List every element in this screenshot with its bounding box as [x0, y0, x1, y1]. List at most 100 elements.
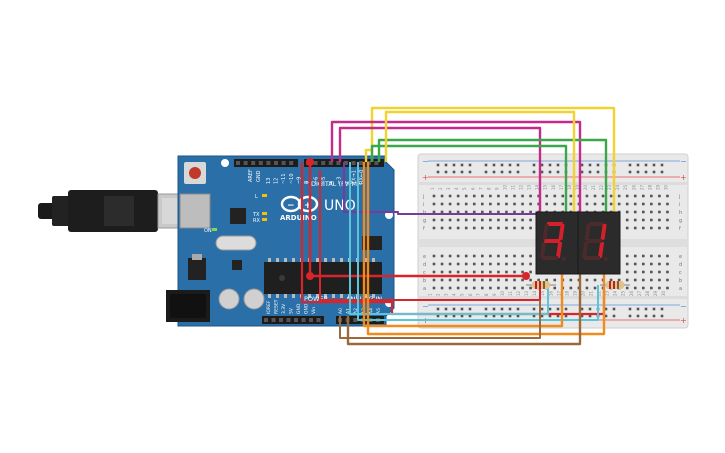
breadboard-hole[interactable] — [585, 202, 589, 206]
breadboard-hole[interactable] — [658, 226, 661, 230]
breadboard-hole[interactable] — [553, 278, 557, 282]
breadboard-hole[interactable] — [625, 210, 629, 214]
breadboard-hole[interactable] — [464, 226, 468, 230]
breadboard-hole[interactable] — [633, 194, 637, 198]
breadboard-hole[interactable] — [588, 163, 592, 167]
breadboard-hole[interactable] — [432, 262, 436, 266]
breadboard-hole[interactable] — [489, 202, 492, 206]
breadboard-hole[interactable] — [464, 270, 468, 274]
wire-yellow-2[interactable] — [364, 148, 372, 162]
breadboard-hole[interactable] — [468, 170, 472, 174]
breadboard-hole[interactable] — [650, 194, 653, 198]
breadboard-hole[interactable] — [642, 202, 645, 206]
breadboard-hole[interactable] — [660, 170, 664, 174]
breadboard-hole[interactable] — [625, 202, 629, 206]
breadboard-hole[interactable] — [609, 202, 613, 206]
breadboard-hole[interactable] — [456, 254, 460, 258]
breadboard-hole[interactable] — [508, 307, 512, 311]
breadboard-hole[interactable] — [456, 262, 460, 266]
wire-yellow-3[interactable] — [384, 110, 576, 215]
breadboard-hole[interactable] — [513, 254, 516, 258]
breadboard-hole[interactable] — [456, 270, 460, 274]
breadboard-hole[interactable] — [628, 314, 632, 318]
breadboard-hole[interactable] — [569, 278, 573, 282]
breadboard-hole[interactable] — [601, 202, 605, 206]
breadboard-hole[interactable] — [472, 278, 476, 282]
breadboard-hole[interactable] — [625, 226, 629, 230]
breadboard-hole[interactable] — [468, 163, 472, 167]
breadboard-hole[interactable] — [481, 210, 484, 214]
breadboard-hole[interactable] — [612, 307, 616, 311]
breadboard-hole[interactable] — [492, 307, 496, 311]
breadboard-hole[interactable] — [644, 163, 648, 167]
breadboard-hole[interactable] — [481, 262, 484, 266]
breadboard-hole[interactable] — [492, 314, 496, 318]
wire-brown[interactable] — [346, 268, 582, 346]
breadboard-hole[interactable] — [636, 314, 640, 318]
breadboard-hole[interactable] — [513, 270, 516, 274]
breadboard-hole[interactable] — [472, 262, 476, 266]
breadboard-hole[interactable] — [593, 286, 597, 290]
breadboard-hole[interactable] — [644, 307, 648, 311]
breadboard-hole[interactable] — [448, 210, 452, 214]
breadboard-hole[interactable] — [642, 254, 645, 258]
breadboard-hole[interactable] — [585, 286, 589, 290]
breadboard-hole[interactable] — [513, 210, 516, 214]
breadboard-hole[interactable] — [440, 226, 444, 230]
breadboard-hole[interactable] — [569, 202, 573, 206]
breadboard-hole[interactable] — [666, 262, 669, 266]
breadboard-hole[interactable] — [468, 314, 472, 318]
breadboard-hole[interactable] — [500, 170, 504, 174]
breadboard-hole[interactable] — [644, 170, 648, 174]
breadboard-hole[interactable] — [617, 278, 621, 282]
breadboard-hole[interactable] — [460, 307, 464, 311]
breadboard-hole[interactable] — [625, 254, 629, 258]
breadboard-hole[interactable] — [625, 218, 629, 222]
breadboard-hole[interactable] — [593, 202, 597, 206]
breadboard-hole[interactable] — [505, 286, 508, 290]
breadboard-hole[interactable] — [521, 278, 524, 282]
power-header[interactable] — [262, 316, 324, 324]
breadboard-hole[interactable] — [521, 202, 524, 206]
breadboard-hole[interactable] — [658, 270, 661, 274]
breadboard-hole[interactable] — [556, 307, 560, 311]
breadboard-hole[interactable] — [545, 278, 548, 282]
breadboard-hole[interactable] — [516, 307, 520, 311]
breadboard-hole[interactable] — [658, 278, 661, 282]
breadboard-hole[interactable] — [593, 194, 597, 198]
breadboard-hole[interactable] — [448, 254, 452, 258]
breadboard-hole[interactable] — [464, 202, 468, 206]
breadboard-hole[interactable] — [617, 194, 621, 198]
breadboard-hole[interactable] — [508, 163, 512, 167]
breadboard-hole[interactable] — [650, 286, 653, 290]
breadboard-hole[interactable] — [456, 278, 460, 282]
breadboard-hole[interactable] — [436, 163, 440, 167]
breadboard-hole[interactable] — [625, 270, 629, 274]
breadboard-hole[interactable] — [513, 286, 516, 290]
breadboard-hole[interactable] — [521, 286, 524, 290]
breadboard-hole[interactable] — [521, 254, 524, 258]
breadboard-hole[interactable] — [633, 270, 637, 274]
breadboard-hole[interactable] — [440, 278, 444, 282]
breadboard-hole[interactable] — [553, 194, 557, 198]
breadboard-hole[interactable] — [432, 286, 436, 290]
breadboard-hole[interactable] — [505, 270, 508, 274]
breadboard-hole[interactable] — [432, 202, 436, 206]
breadboard-hole[interactable] — [456, 202, 460, 206]
display-right[interactable] — [577, 211, 621, 275]
breadboard-hole[interactable] — [660, 163, 664, 167]
breadboard-hole[interactable] — [532, 170, 536, 174]
breadboard-hole[interactable] — [628, 170, 632, 174]
arduino-board[interactable]: − + ARDUINO UNO DIGITAL (PWM~) POWER ANA… — [166, 155, 395, 327]
breadboard-hole[interactable] — [658, 262, 661, 266]
breadboard-hole[interactable] — [448, 194, 452, 198]
breadboard-hole[interactable] — [588, 170, 592, 174]
breadboard-hole[interactable] — [481, 194, 484, 198]
breadboard-hole[interactable] — [650, 254, 653, 258]
breadboard-hole[interactable] — [516, 170, 520, 174]
breadboard-hole[interactable] — [436, 170, 440, 174]
breadboard-hole[interactable] — [617, 202, 621, 206]
breadboard-hole[interactable] — [636, 170, 640, 174]
wires[interactable] — [300, 106, 616, 346]
breadboard-hole[interactable] — [644, 314, 648, 318]
